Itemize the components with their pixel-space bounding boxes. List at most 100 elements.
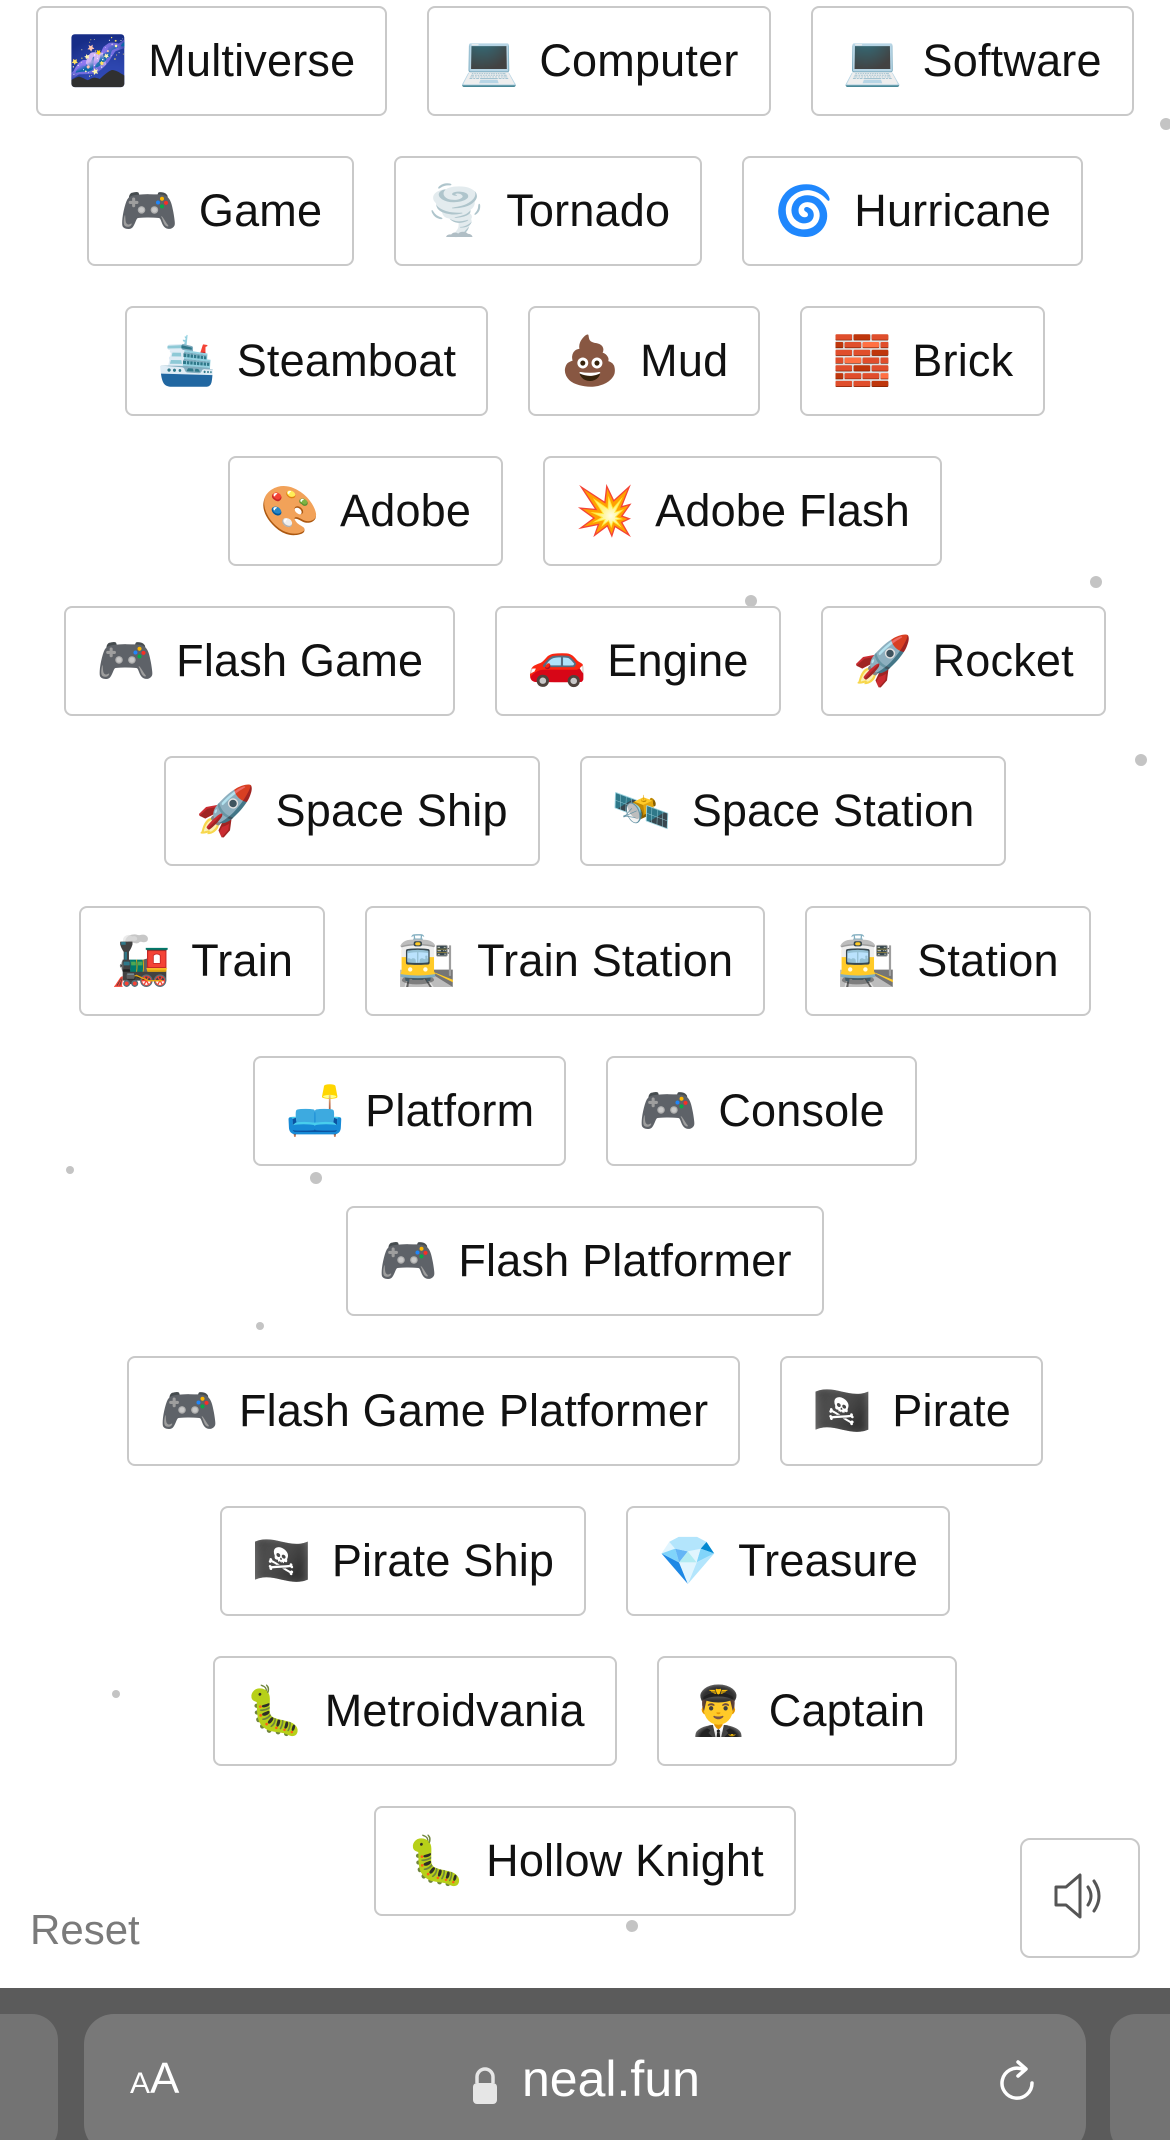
url-text[interactable]: neal.fun <box>522 2051 700 2107</box>
element-item[interactable]: 🎮 Game <box>86 156 355 266</box>
element-label: Software <box>922 35 1102 86</box>
element-label: Rocket <box>932 635 1074 686</box>
element-label: Tornado <box>506 185 671 236</box>
element-emoji-icon: 💥 <box>575 483 635 539</box>
element-row: 🚂Train🚉Train Station🚉Station <box>0 906 1170 1016</box>
element-row: 🐛 Hollow Knight <box>0 1806 1170 1916</box>
element-label: Adobe <box>340 485 472 536</box>
decorative-dot <box>112 1690 120 1698</box>
element-item[interactable]: 🚀 Space Ship <box>163 756 540 866</box>
address-bar[interactable]: AA neal.fun <box>84 2014 1086 2140</box>
element-item[interactable]: 🏴‍☠️Pirate Ship <box>219 1506 587 1616</box>
element-emoji-icon: 🏴‍☠️ <box>812 1383 873 1439</box>
decorative-dot <box>626 1920 638 1932</box>
element-label: Pirate Ship <box>331 1535 555 1586</box>
element-item[interactable]: 🎨Adobe <box>228 456 504 566</box>
element-emoji-icon: 🚉 <box>837 933 897 989</box>
element-label: Treasure <box>738 1535 919 1586</box>
element-item[interactable]: 🧱 Brick <box>800 306 1046 416</box>
reset-button[interactable]: Reset <box>30 1906 140 1953</box>
text-size-button[interactable]: AA <box>130 2054 180 2103</box>
element-label: Flash Game <box>176 635 424 686</box>
element-emoji-icon: 💻 <box>842 33 903 89</box>
element-emoji-icon: 🌪️ <box>426 183 486 239</box>
element-emoji-icon: 🎮 <box>158 1383 219 1439</box>
element-label: Computer <box>539 35 739 86</box>
speaker-icon <box>1050 1869 1110 1928</box>
element-item[interactable]: 🏴‍☠️ Pirate <box>780 1356 1044 1466</box>
element-item[interactable]: 🌌 Multiverse <box>36 6 388 116</box>
element-emoji-icon: 💎 <box>658 1533 718 1589</box>
element-row: 🎮 Game 🌪️ Tornado 🌀Hurricane <box>0 156 1170 266</box>
element-item[interactable]: 💻Computer <box>427 6 771 116</box>
element-label: Space Ship <box>275 785 508 836</box>
element-emoji-icon: 🌌 <box>68 33 129 89</box>
element-item[interactable]: 🐛 Hollow Knight <box>374 1806 796 1916</box>
element-row: 🎨Adobe 💥 Adobe Flash <box>0 456 1170 566</box>
sound-toggle-button[interactable] <box>1020 1838 1140 1958</box>
element-label: Train Station <box>477 935 734 986</box>
decorative-dot <box>1090 576 1102 588</box>
element-item[interactable]: 👨‍✈️Captain <box>656 1656 958 1766</box>
element-emoji-icon: 🧱 <box>832 333 893 389</box>
element-item[interactable]: 🛰️Space Station <box>579 756 1007 866</box>
element-emoji-icon: 🎮 <box>96 633 156 689</box>
element-item[interactable]: 🛳️ Steamboat <box>124 306 489 416</box>
game-canvas[interactable]: 🌌 Multiverse 💻Computer 💻 Software 🎮 Game 🌪️ Torn… <box>0 0 1170 1988</box>
element-item[interactable]: 🎮 Flash Game <box>64 606 456 716</box>
element-label: Pirate <box>892 1385 1012 1436</box>
reload-icon[interactable] <box>990 2056 1044 2115</box>
element-item[interactable]: 🚉Station <box>805 906 1091 1016</box>
element-item[interactable]: 💥 Adobe Flash <box>543 456 942 566</box>
previous-tab-preview[interactable] <box>0 2014 58 2140</box>
element-row: 🛋️ Platform 🎮Console <box>0 1056 1170 1166</box>
element-emoji-icon: 🎮 <box>378 1233 439 1289</box>
element-row: 🏴‍☠️Pirate Ship 💎 Treasure <box>0 1506 1170 1616</box>
element-row: 🎮 Flash Game Platformer 🏴‍☠️ Pirate <box>0 1356 1170 1466</box>
element-row: 🎮 Flash Game 🚗 Engine 🚀 Rocket <box>0 606 1170 716</box>
element-item[interactable]: 🎮Console <box>606 1056 917 1166</box>
element-label: Brick <box>912 335 1014 386</box>
element-emoji-icon: 🛋️ <box>285 1083 345 1139</box>
element-row: 🌌 Multiverse 💻Computer 💻 Software <box>0 6 1170 116</box>
element-item[interactable]: 🎮 Flash Game Platformer <box>126 1356 741 1466</box>
element-label: Flash Game Platformer <box>238 1385 709 1436</box>
element-item[interactable]: 🌪️ Tornado <box>394 156 703 266</box>
element-label: Mud <box>640 335 729 386</box>
element-emoji-icon: 🛳️ <box>156 333 217 389</box>
element-label: Hollow Knight <box>486 1835 764 1886</box>
element-item[interactable]: 💩 Mud <box>528 306 761 416</box>
element-emoji-icon: 💩 <box>560 333 620 389</box>
element-label: Metroidvania <box>324 1685 585 1736</box>
element-emoji-icon: 🌀 <box>774 183 835 239</box>
element-emoji-icon: 🚀 <box>852 633 913 689</box>
element-row: 🛳️ Steamboat 💩 Mud 🧱 Brick <box>0 306 1170 416</box>
element-item[interactable]: 🐛 Metroidvania <box>212 1656 617 1766</box>
element-label: Engine <box>607 635 749 686</box>
element-emoji-icon: 🎮 <box>118 183 179 239</box>
element-row: 🎮Flash Platformer <box>0 1206 1170 1316</box>
element-label: Adobe Flash <box>655 485 910 536</box>
element-emoji-icon: 🚗 <box>527 633 588 689</box>
element-item[interactable]: 🚗 Engine <box>495 606 781 716</box>
element-label: Train <box>191 935 294 986</box>
element-emoji-icon: 🐛 <box>406 1833 466 1889</box>
element-label: Steamboat <box>236 335 457 386</box>
element-emoji-icon: 🐛 <box>244 1683 305 1739</box>
decorative-dot <box>745 595 757 607</box>
element-label: Game <box>198 185 323 236</box>
element-item[interactable]: 🛋️ Platform <box>253 1056 567 1166</box>
element-emoji-icon: 👨‍✈️ <box>688 1683 749 1739</box>
element-item[interactable]: 🚂Train <box>79 906 326 1016</box>
element-label: Multiverse <box>148 35 356 86</box>
element-emoji-icon: 🚀 <box>195 783 256 839</box>
element-item[interactable]: 💎 Treasure <box>626 1506 951 1616</box>
lock-icon <box>470 2066 500 2111</box>
element-item[interactable]: 🎮Flash Platformer <box>346 1206 824 1316</box>
element-item[interactable]: 🚀 Rocket <box>820 606 1106 716</box>
element-item[interactable]: 💻 Software <box>810 6 1134 116</box>
element-item[interactable]: 🚉Train Station <box>365 906 766 1016</box>
element-item[interactable]: 🌀Hurricane <box>742 156 1084 266</box>
next-tab-preview[interactable] <box>1110 2014 1170 2140</box>
element-label: Platform <box>365 1085 535 1136</box>
